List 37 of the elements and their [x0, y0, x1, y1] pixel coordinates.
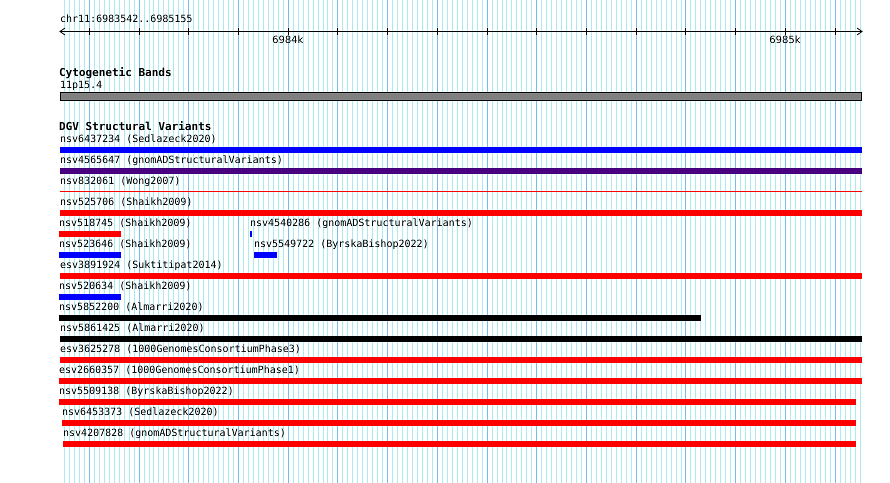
variant-feature	[60, 344, 862, 363]
variant-label: nsv525706 (Shaikh2009)	[60, 197, 192, 208]
variant-feature	[59, 365, 862, 384]
variant-label: nsv518745 (Shaikh2009)	[59, 218, 192, 229]
variant-label: nsv4540286 (gnomADStructuralVariants)	[250, 218, 473, 229]
variant-label: nsv5509138 (ByrskaBishop2022)	[59, 386, 234, 397]
variant-label: nsv5861425 (Almarri2020)	[60, 323, 204, 334]
variant-feature	[63, 428, 856, 447]
variant-label: nsv4207828 (gnomADStructuralVariants)	[63, 428, 286, 439]
axis-tick-label: 6985k	[769, 35, 801, 46]
region-coordinates: chr11:6983542..6985155	[60, 14, 192, 25]
track-panel	[59, 67, 862, 101]
track-title: Cytogenetic Bands	[59, 67, 172, 79]
variant-label: nsv520634 (Shaikh2009)	[59, 281, 192, 292]
variant-feature	[59, 386, 856, 405]
variant-feature	[60, 134, 862, 153]
cytoband-feature	[60, 80, 862, 101]
track-title: DGV Structural Variants	[59, 121, 212, 133]
variant-label: esv3891924 (Suktitipat2014)	[60, 260, 223, 271]
variant-label: nsv6437234 (Sedlazeck2020)	[60, 134, 217, 145]
variant-label: nsv5852200 (Almarri2020)	[59, 302, 204, 313]
variant-feature	[60, 197, 862, 216]
axis-tick-label: 6984k	[272, 35, 304, 46]
variant-feature	[59, 302, 701, 321]
variant-label: nsv523646 (Shaikh2009)	[59, 239, 192, 250]
variant-feature	[60, 155, 862, 174]
variant-label: nsv4565647 (gnomADStructuralVariants)	[60, 155, 283, 166]
variant-label: nsv5549722 (ByrskaBishop2022)	[254, 239, 429, 250]
variant-feature	[60, 260, 862, 279]
band-name: 11p15.4	[60, 80, 102, 91]
variant-label: nsv832061 (Wong2007)	[60, 176, 180, 187]
variant-label: nsv6453373 (Sedlazeck2020)	[62, 407, 219, 418]
variant-feature	[60, 176, 862, 192]
variant-feature	[62, 407, 856, 426]
variant-feature	[60, 323, 862, 342]
variant-label: esv2660357 (1000GenomesConsortiumPhase1)	[59, 365, 300, 376]
variant-label: esv3625278 (1000GenomesConsortiumPhase3)	[60, 344, 301, 355]
